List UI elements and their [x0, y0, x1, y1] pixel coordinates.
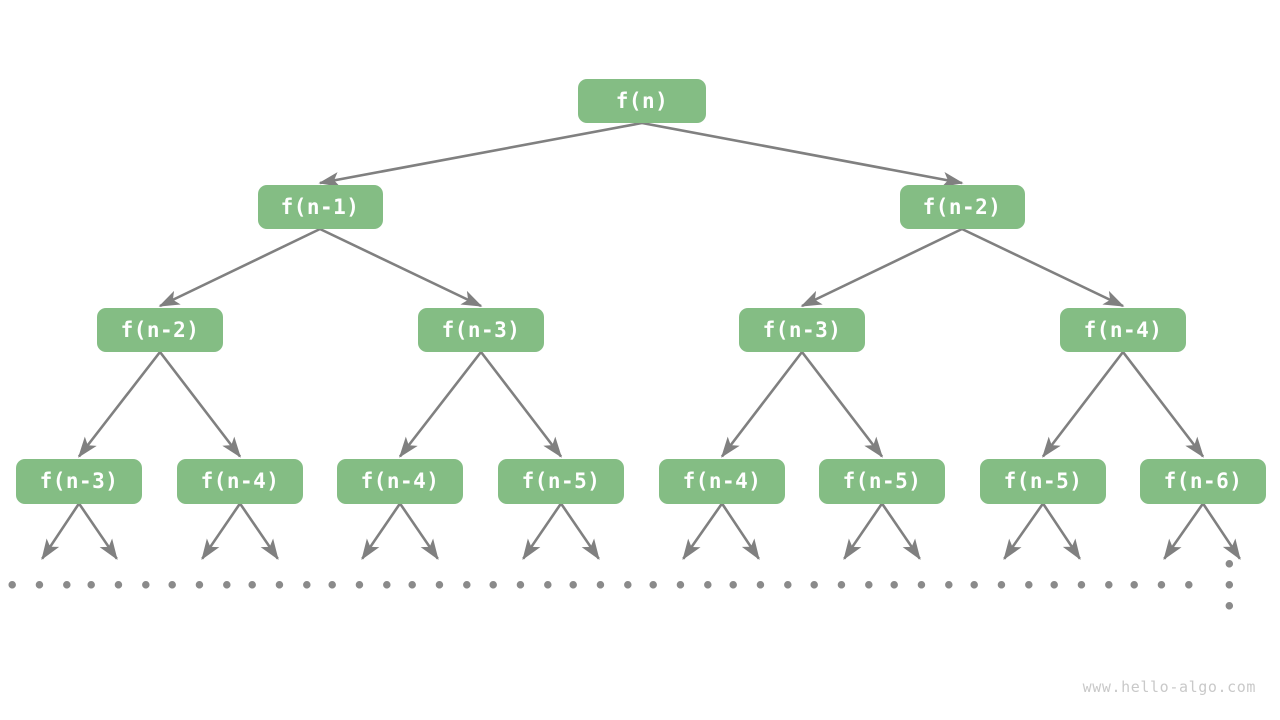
ellipsis-marker: • • •: [405, 573, 475, 598]
tree-node: f(n-4): [337, 458, 463, 504]
leaf-edge: [361, 502, 402, 560]
leaf-edge: [720, 502, 760, 560]
tree-edge: [479, 351, 563, 458]
tree-node: f(n-4): [177, 458, 303, 504]
tree-node: f(n-3): [16, 458, 142, 504]
tree-edge: [961, 227, 1125, 308]
tree-node: f(n-5): [498, 458, 624, 504]
tree-edge: [158, 227, 321, 308]
tree-edge: [720, 351, 804, 458]
leaf-edge: [41, 502, 81, 560]
tree-edge: [1121, 351, 1205, 458]
tree-node: f(n-6): [1140, 458, 1266, 504]
tree-edge: [800, 227, 963, 308]
tree-node: f(n-2): [97, 308, 223, 352]
tree-node: f(n-4): [659, 458, 785, 504]
tree-edge: [1041, 351, 1125, 458]
tree-edge: [318, 121, 643, 187]
ellipsis-marker: • • •: [1047, 573, 1117, 598]
leaf-edge: [238, 502, 279, 560]
tree-edge: [77, 351, 162, 458]
leaf-edge: [522, 502, 563, 560]
tree-node: f(n-5): [980, 458, 1106, 504]
leaf-edge: [1003, 502, 1045, 561]
tree-node: f(n-1): [257, 185, 383, 229]
ellipsis-marker: • • •: [1127, 573, 1197, 598]
ellipsis-marker: • • •: [5, 573, 75, 598]
ellipsis-marker: • • •: [726, 573, 796, 598]
tree-node: f(n-2): [899, 185, 1025, 229]
leaf-edges: [41, 502, 1241, 561]
leaf-edge: [77, 502, 118, 560]
ellipsis-marker: • • •: [486, 573, 556, 598]
tree-node: f(n-5): [819, 458, 945, 504]
leaf-edge: [1163, 502, 1205, 561]
ellipsis-marker: • • •: [887, 573, 957, 598]
tree-edge: [641, 121, 964, 187]
ellipsis-marker: • • •: [84, 573, 154, 598]
leaf-edge: [201, 502, 242, 560]
tree-edge: [800, 351, 884, 458]
tree-edge: [319, 227, 483, 308]
ellipsis-marker: • • •: [646, 573, 716, 598]
ellipsis-marker: • • •: [967, 573, 1037, 598]
tree-edge: [158, 351, 242, 458]
leaf-edge: [682, 502, 724, 561]
leaf-edge: [843, 502, 884, 560]
tree-node: f(n): [578, 79, 706, 123]
tree-edges: [77, 121, 1205, 458]
watermark: www.hello-algo.com: [1082, 678, 1256, 696]
leaf-edge: [559, 502, 600, 560]
leaf-edge: [1041, 502, 1081, 560]
ellipsis-marker: • • •: [807, 573, 877, 598]
ellipsis-marker: • • •: [1223, 552, 1251, 619]
ellipsis-marker: • • •: [566, 573, 636, 598]
leaf-edge: [398, 502, 439, 560]
leaf-edge: [880, 502, 921, 560]
leaf-edge: [1201, 502, 1241, 560]
ellipsis-marker: • • •: [165, 573, 235, 598]
tree-edge: [398, 351, 483, 458]
ellipsis-marker: • • •: [325, 573, 395, 598]
tree-node: f(n-3): [418, 308, 544, 352]
ellipsis-marker: • • •: [245, 573, 315, 598]
tree-node: f(n-4): [1060, 308, 1186, 352]
tree-node: f(n-3): [739, 308, 865, 352]
